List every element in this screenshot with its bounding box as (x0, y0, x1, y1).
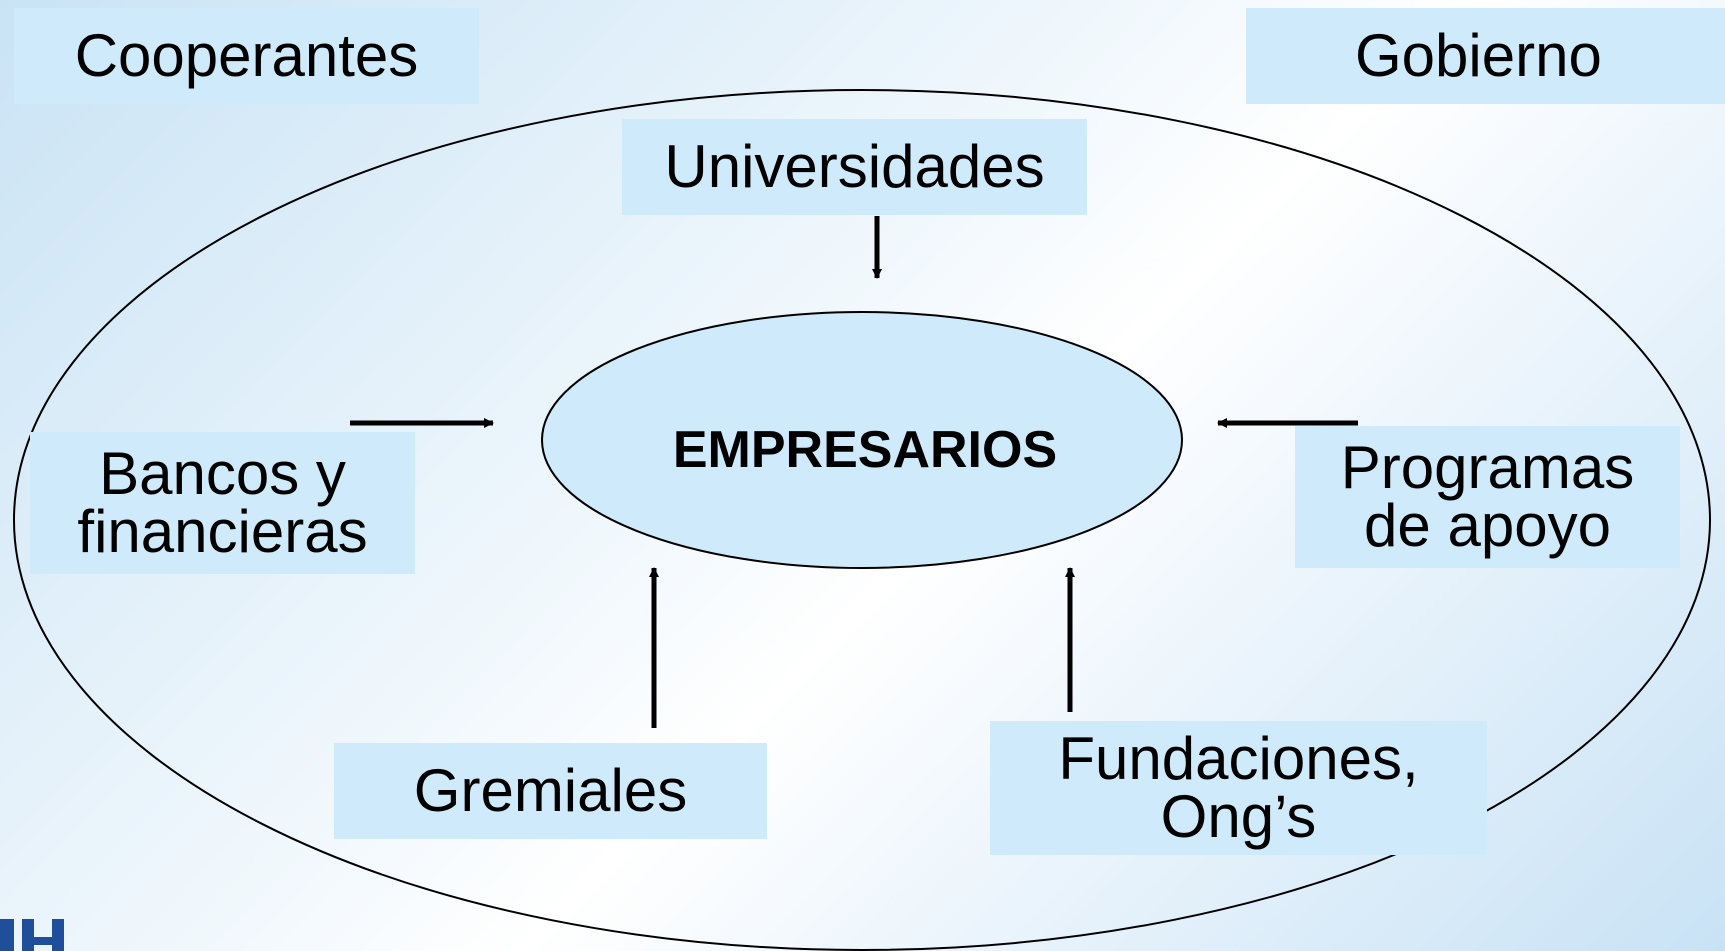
node-gobierno: Gobierno (1246, 8, 1725, 104)
logo-icon (0, 919, 64, 951)
node-bancos-financieras: Bancos y financieras (30, 432, 415, 574)
node-gremiales: Gremiales (334, 743, 767, 839)
node-programas-apoyo: Programas de apoyo (1295, 426, 1680, 568)
node-cooperantes: Cooperantes (14, 8, 479, 104)
center-label: EMPRESARIOS (672, 421, 1058, 479)
node-universidades: Universidades (622, 119, 1087, 215)
node-fundaciones-ongs: Fundaciones, Ong’s (990, 721, 1487, 855)
outer-ellipse (13, 89, 1711, 951)
center-ellipse (541, 311, 1183, 569)
